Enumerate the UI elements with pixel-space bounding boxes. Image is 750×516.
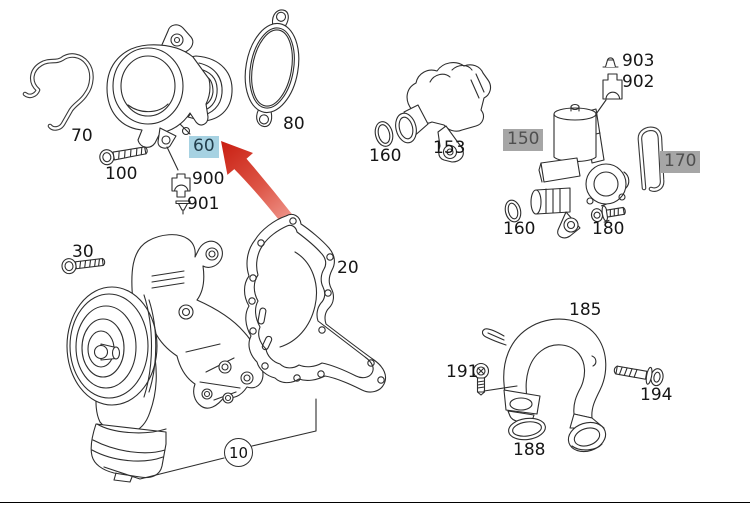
part-label-160-lower[interactable]: 160 — [503, 219, 536, 239]
thermostat-housing-60-drawing — [106, 24, 233, 171]
part-label-10: 10 — [228, 443, 249, 462]
part-label-153[interactable]: 153 — [433, 138, 466, 158]
bolt-194-drawing — [613, 365, 664, 387]
o-ring-160b-drawing — [504, 199, 522, 223]
part-label-150[interactable]: 150 — [503, 129, 544, 151]
retaining-clip-170-drawing — [637, 126, 665, 192]
o-ring-160a-drawing — [374, 121, 394, 147]
bolt-191-drawing — [472, 362, 518, 396]
part-label-188[interactable]: 188 — [513, 440, 546, 460]
bolt-100-drawing — [99, 146, 148, 166]
part-label-30[interactable]: 30 — [72, 242, 94, 262]
part-label-901[interactable]: 901 — [187, 194, 220, 214]
part-label-903[interactable]: 903 — [622, 51, 655, 71]
thermostat-153-drawing — [395, 62, 492, 163]
part-label-70[interactable]: 70 — [71, 126, 93, 146]
part-label-80[interactable]: 80 — [283, 114, 305, 134]
part-label-20[interactable]: 20 — [337, 258, 359, 278]
gasket-80-drawing — [244, 9, 300, 128]
part-label-160-upper[interactable]: 160 — [369, 146, 402, 166]
part-label-60-selected[interactable]: 60 — [189, 136, 219, 158]
retaining-clip-70-drawing — [22, 53, 94, 131]
part-balloon-10[interactable]: 10 — [224, 438, 253, 467]
part-label-170[interactable]: 170 — [660, 151, 701, 173]
bolt-30-drawing — [61, 257, 106, 275]
part-label-900[interactable]: 900 — [192, 169, 225, 189]
footer-rule — [0, 502, 750, 503]
selection-arrow — [221, 141, 293, 224]
plug-900-icon — [171, 173, 191, 198]
part-label-185[interactable]: 185 — [569, 300, 602, 320]
part-label-194[interactable]: 194 — [640, 385, 673, 405]
o-ring-188-drawing — [508, 417, 546, 441]
gasket-20-drawing — [243, 213, 387, 393]
valve-assembly-150-drawing — [530, 103, 630, 239]
part-label-902[interactable]: 902 — [622, 72, 655, 92]
coolant-pipe-185-drawing — [481, 318, 607, 453]
water-pump-10-drawing — [66, 234, 317, 483]
screw-901-icon — [175, 200, 191, 215]
part-label-100[interactable]: 100 — [105, 164, 138, 184]
plug-902-icon — [588, 73, 623, 125]
bolt-180-drawing — [590, 203, 626, 223]
pin-903-icon — [602, 57, 619, 68]
part-label-191[interactable]: 191 — [446, 362, 479, 382]
part-label-180[interactable]: 180 — [592, 219, 625, 239]
